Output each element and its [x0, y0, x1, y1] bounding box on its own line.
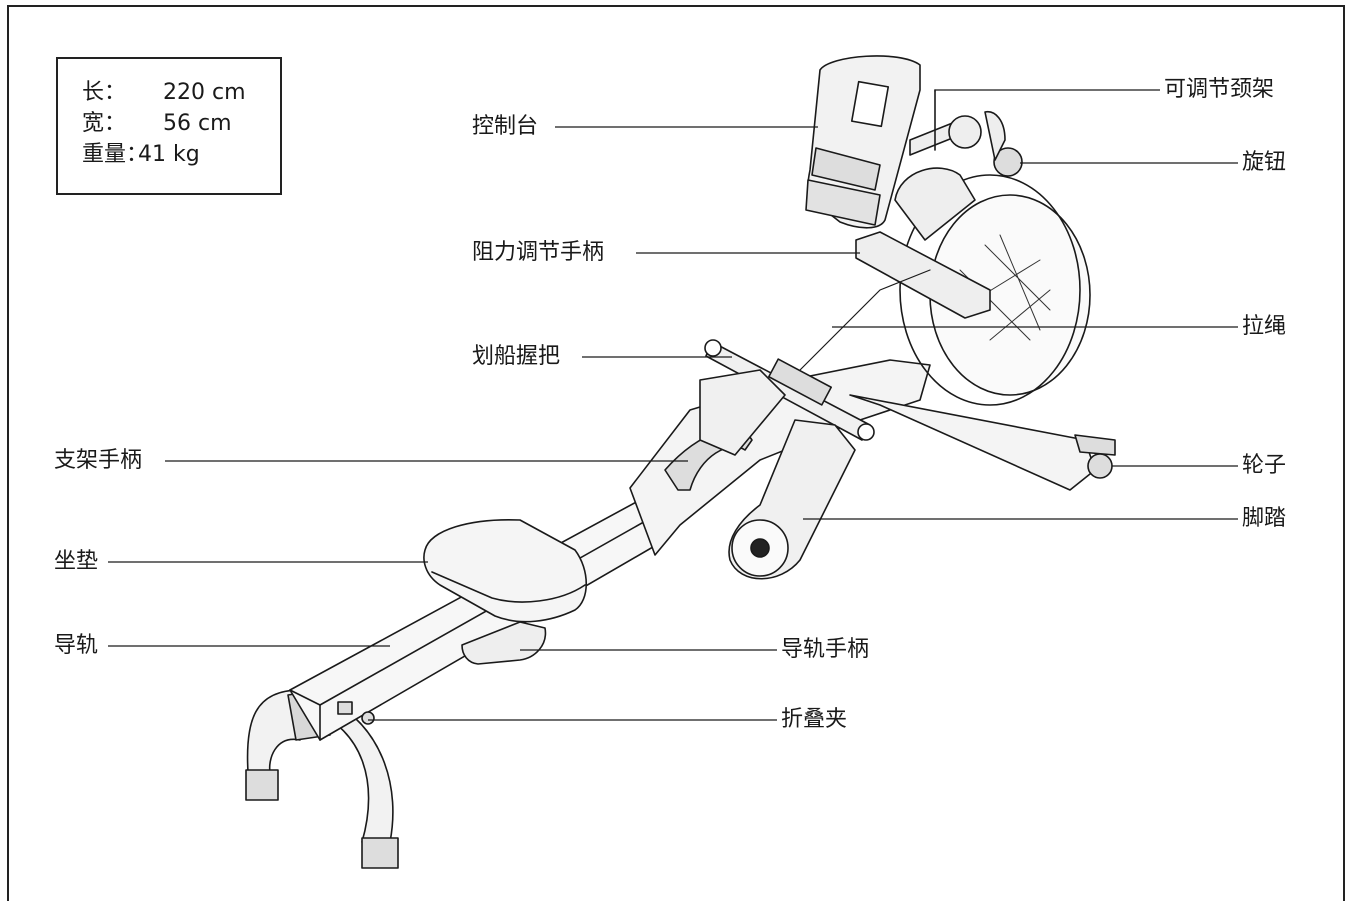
- spec-width-key: 宽：: [82, 111, 127, 136]
- resistance-handle: [855, 231, 991, 319]
- label-folding-clip: 折叠夹: [781, 707, 848, 732]
- label-seat: 坐垫: [54, 549, 99, 574]
- spec-length-key: 长：: [82, 80, 127, 105]
- pedals: [699, 369, 856, 580]
- seat: [423, 518, 587, 623]
- label-wheels: 轮子: [1242, 453, 1287, 478]
- label-console: 控制台: [472, 114, 539, 139]
- spec-weight-value: 41 kg: [138, 142, 200, 167]
- spec-length-value: 220 cm: [163, 80, 246, 105]
- label-adjustable-neck: 可调节颈架: [1164, 77, 1275, 102]
- label-pull-rope: 拉绳: [1242, 314, 1287, 339]
- label-rail: 导轨: [54, 633, 99, 658]
- spec-width-value: 56 cm: [163, 111, 232, 136]
- pull-rope: [799, 269, 931, 371]
- spec-weight-key: 重量：: [82, 142, 149, 167]
- label-knob: 旋钮: [1242, 150, 1287, 175]
- label-rowing-grip: 划船握把: [472, 344, 561, 369]
- console-assembly: [805, 55, 1023, 229]
- leader-adjustable-neck: [934, 89, 1160, 92]
- spec-box: 长： 220 cm 宽： 56 cm 重量： 41 kg: [56, 57, 282, 195]
- label-frame-handle: 支架手柄: [54, 448, 143, 473]
- rail-handle: [461, 621, 547, 665]
- folding-clip: [337, 701, 375, 725]
- label-rail-handle: 导轨手柄: [781, 637, 870, 662]
- leader-lines: [108, 89, 1238, 721]
- label-pedal: 脚踏: [1242, 506, 1287, 531]
- fan-housing: [894, 167, 1091, 406]
- rowing-bar: [704, 339, 875, 441]
- spec-length: 长： 220 cm: [82, 77, 246, 108]
- spec-width: 宽： 56 cm: [82, 108, 232, 139]
- spec-weight: 重量： 41 kg: [82, 139, 200, 170]
- diagram-frame: [7, 5, 1345, 901]
- label-resistance-handle: 阻力调节手柄: [472, 240, 605, 265]
